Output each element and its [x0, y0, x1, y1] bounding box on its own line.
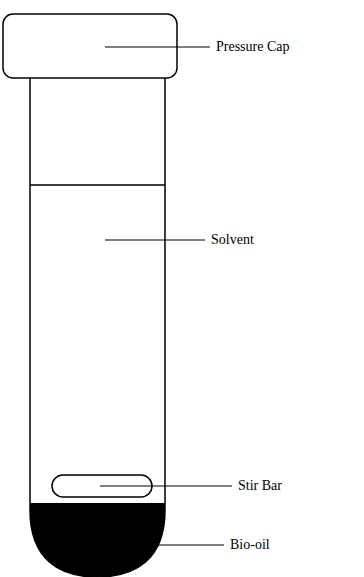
tube-outline — [30, 78, 165, 577]
part-label: Solvent — [210, 232, 255, 248]
leader-line — [150, 545, 224, 546]
leader-line — [105, 47, 210, 48]
bio-oil-fill — [30, 503, 165, 577]
leader-line — [105, 240, 205, 241]
solvent-surface — [30, 184, 165, 186]
part-label: Bio-oil — [229, 537, 271, 553]
pressure-cap — [3, 14, 177, 78]
part-label: Pressure Cap — [215, 39, 291, 55]
leader-line — [100, 486, 232, 487]
part-label: Stir Bar — [237, 478, 283, 494]
